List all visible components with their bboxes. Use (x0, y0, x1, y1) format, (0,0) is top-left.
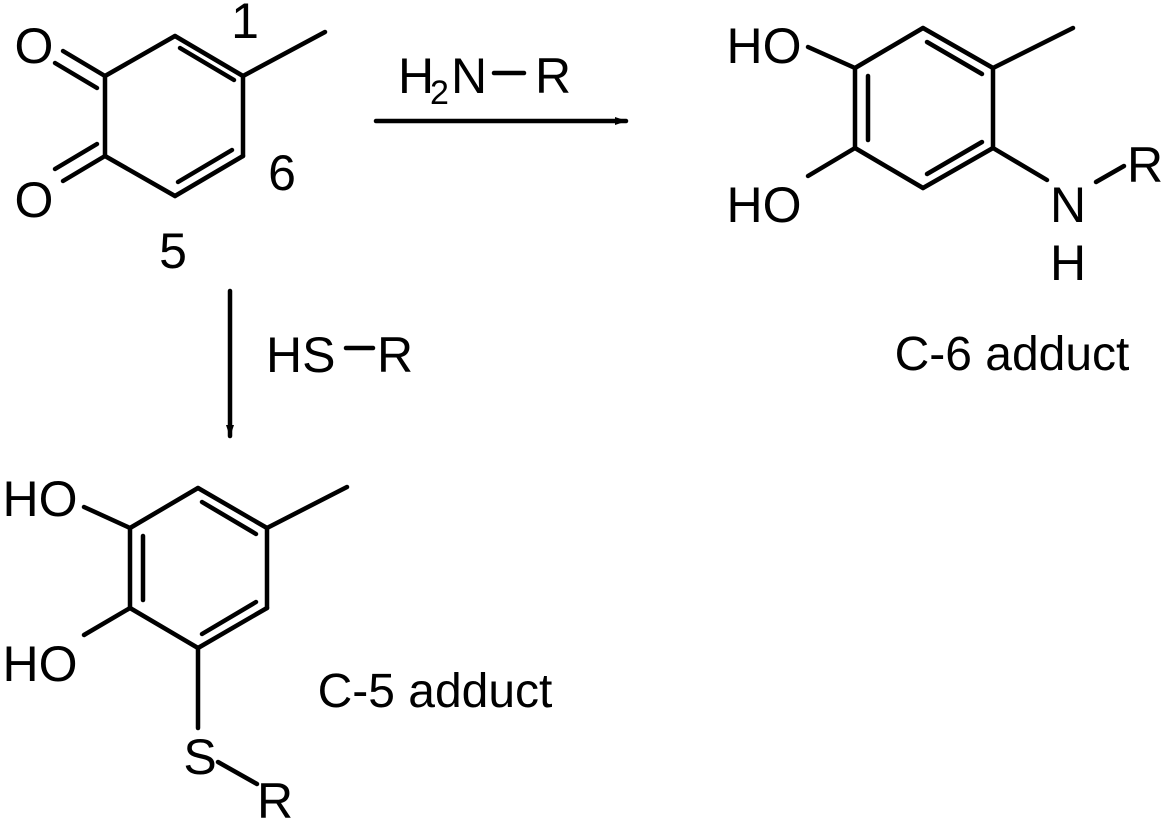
thiol-reagent-r: R (377, 327, 413, 383)
c5-hydroxyl-bottom: HO (3, 636, 78, 692)
c6-ring-bonds (805, 25, 1127, 191)
amine-reagent-n: N (451, 48, 487, 104)
c5-hydroxyl-top: HO (3, 471, 78, 527)
c5-r-group: R (257, 773, 293, 821)
c6-r-group: R (1127, 137, 1163, 193)
locant-1: 1 (231, 0, 259, 49)
amine-reaction-arrow: H 2 N R (373, 48, 629, 125)
quinone-ring-bonds (52, 29, 328, 199)
amine-reagent-h: H (398, 48, 434, 104)
c5-adduct-caption: C-5 adduct (318, 665, 553, 718)
c6-adduct-caption: C-6 adduct (895, 328, 1130, 381)
amine-reagent-r: R (535, 48, 571, 104)
quinone-reactant: O O 1 6 5 (15, 0, 328, 279)
quinone-oxygen-top: O (15, 18, 54, 74)
thiol-reagent-hs: HS (266, 327, 335, 383)
c6-nh-hydrogen: H (1050, 235, 1086, 291)
c6-nitrogen: N (1050, 177, 1086, 233)
quinone-oxygen-bottom: O (15, 172, 54, 228)
amine-reagent-subscript: 2 (430, 74, 449, 112)
locant-6: 6 (268, 145, 296, 201)
c5-adduct: HO HO S R C-5 adduct (3, 471, 553, 826)
c6-hydroxyl-bottom: HO (727, 177, 802, 233)
c5-ring-bonds (81, 484, 350, 787)
c6-hydroxyl-top: HO (727, 18, 802, 74)
c5-sulfur: S (183, 729, 216, 785)
thiol-reaction-arrow: HS R (226, 288, 413, 439)
c6-adduct: HO HO N H R C-6 adduct (727, 18, 1164, 381)
locant-5: 5 (159, 223, 187, 279)
